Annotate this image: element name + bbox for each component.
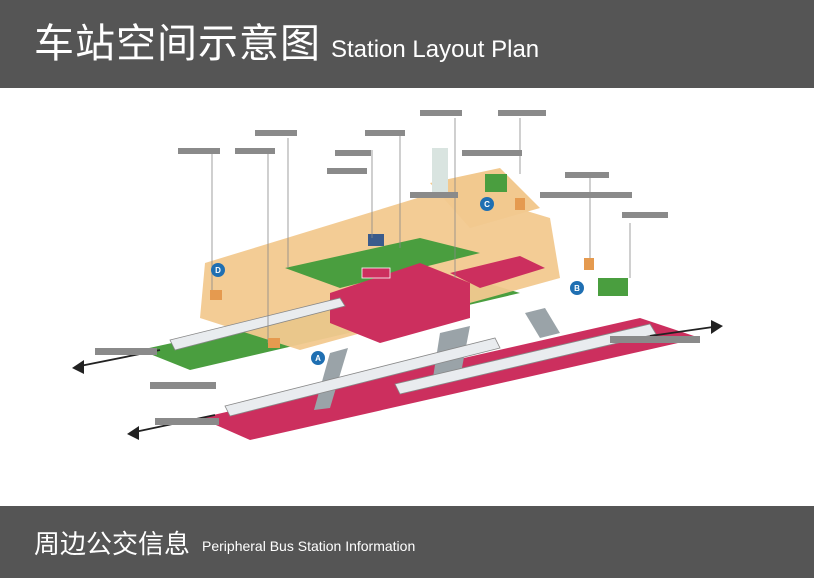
arrow-left-1-head: [72, 360, 84, 374]
label-mark: [462, 150, 522, 156]
label-mark: [95, 348, 157, 355]
label-mark: [255, 130, 297, 136]
label-mark: [565, 172, 609, 178]
label-mark: [540, 192, 590, 198]
train-lower: [394, 323, 657, 395]
building-b: [598, 278, 628, 296]
entrance-block: [210, 290, 222, 300]
entrance-b-marker: [570, 281, 584, 295]
label-mark: [178, 148, 220, 154]
entrance-c-label: C: [484, 200, 490, 209]
entrance-a-marker: [311, 351, 325, 365]
entrance-d-label: D: [215, 266, 221, 275]
label-mark: [420, 110, 462, 116]
page-title-en: Station Layout Plan: [331, 36, 540, 63]
label-mark: [155, 418, 219, 425]
footer-title-en: Peripheral Bus Station Information: [202, 538, 416, 554]
label-mark: [610, 336, 700, 343]
entrance-b-label: B: [574, 284, 580, 293]
label-mark: [365, 130, 405, 136]
entrance-d-marker: [211, 263, 225, 277]
station-diagram: A B C D: [0, 88, 814, 506]
arrow-right-1-head: [711, 320, 723, 334]
arrow-left-2-head: [127, 426, 139, 440]
train-upper: [169, 297, 346, 351]
label-mark: [235, 148, 275, 154]
label-mark: [410, 192, 458, 198]
label-mark: [590, 192, 632, 198]
right-hall: [450, 256, 545, 288]
entrance-block: [268, 338, 280, 348]
label-mark: [335, 150, 371, 156]
building-blue: [368, 234, 384, 246]
label-mark: [498, 110, 546, 116]
footer-bar: 周边公交信息 Peripheral Bus Station Informatio…: [0, 506, 814, 578]
pillar-right: [525, 308, 560, 338]
deck-green-roof: [285, 238, 480, 288]
train-middle: [224, 337, 501, 417]
label-mark: [327, 168, 367, 174]
arrow-right-1: [649, 325, 721, 337]
building-c: [485, 174, 507, 192]
footer-title-zh: 周边公交信息: [34, 529, 191, 560]
label-mark: [622, 212, 668, 218]
page-title-zh: 车站空间示意图: [34, 21, 321, 67]
tower: [432, 148, 448, 198]
entrance-block: [515, 198, 525, 210]
entrance-block: [584, 258, 594, 270]
header-bar: 车站空间示意图 Station Layout Plan: [0, 0, 814, 88]
entrance-c-marker: [480, 197, 494, 211]
label-mark: [150, 382, 216, 389]
central-hall: [330, 263, 470, 343]
entrance-a-label: A: [315, 354, 321, 363]
location-pin-badge: [361, 267, 391, 279]
